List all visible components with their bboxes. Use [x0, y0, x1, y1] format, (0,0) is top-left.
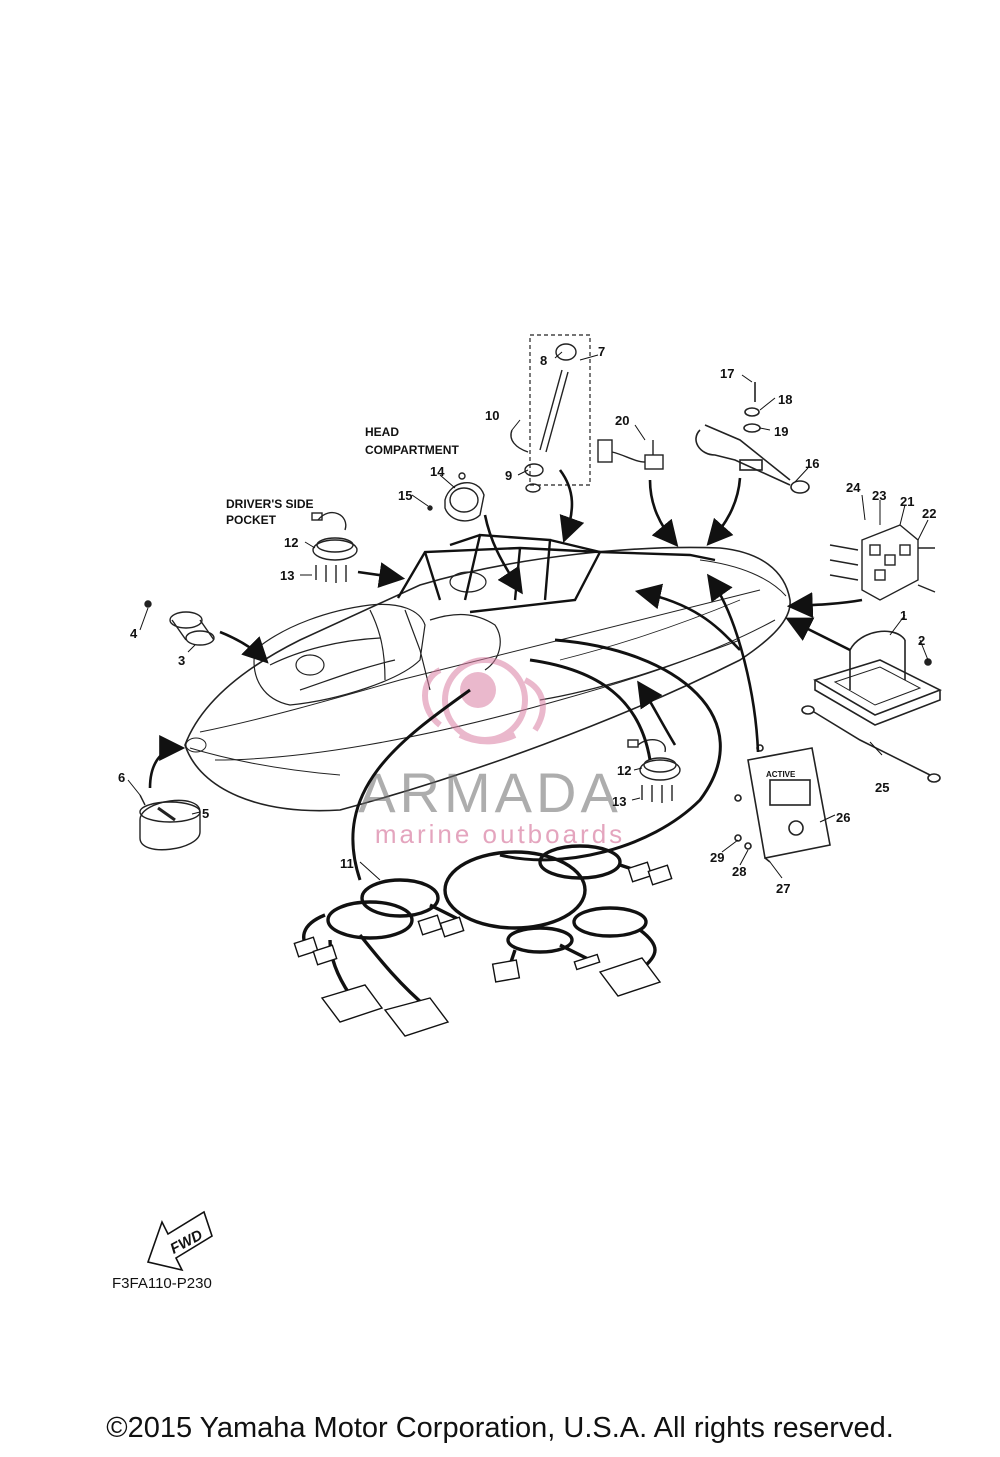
- part-label-10: 10: [485, 408, 499, 423]
- part-label-24: 24: [846, 480, 861, 495]
- rail-part: [695, 382, 810, 494]
- watermark-logo: [422, 657, 546, 745]
- switch-panel-part: [829, 524, 936, 601]
- part-label-7: 7: [598, 344, 605, 359]
- part-label-14: 14: [430, 464, 445, 479]
- drain-plug-part: [139, 794, 201, 851]
- part-label-13-left: 13: [280, 568, 294, 583]
- sensor-part: [597, 439, 664, 470]
- part-label-28: 28: [732, 864, 746, 879]
- part-label-23: 23: [872, 488, 886, 503]
- part-label-21: 21: [900, 494, 914, 509]
- part-label-12-left: 12: [284, 535, 298, 550]
- part-label-19: 19: [774, 424, 788, 439]
- part-label-5: 5: [202, 806, 209, 821]
- part-label-4: 4: [130, 626, 138, 641]
- caption-head-line2: COMPARTMENT: [365, 443, 459, 457]
- part-label-20: 20: [615, 413, 629, 428]
- part-label-6: 6: [118, 770, 125, 785]
- part-label-12-right: 12: [617, 763, 631, 778]
- assembly-arrows: [148, 469, 863, 789]
- diagram-code: F3FA110-P230: [112, 1275, 212, 1292]
- watermark-tagline: marine outboards: [375, 819, 625, 849]
- part-label-11: 11: [340, 856, 354, 871]
- antenna-part: [510, 343, 577, 493]
- part-number-labels: 1 2 3 4 5 6 7 8 9 10 11 12 12 13 13 14 1…: [118, 344, 936, 896]
- speaker-right-part: [627, 738, 681, 803]
- harness-connectors: [293, 861, 673, 1037]
- module-brand-text: ACTIVE: [766, 770, 796, 779]
- part-label-17: 17: [720, 366, 734, 381]
- part-label-3: 3: [178, 653, 185, 668]
- part-label-9: 9: [505, 468, 512, 483]
- part-label-2: 2: [918, 633, 925, 648]
- part-label-27: 27: [776, 881, 790, 896]
- hatch-cover-part: [427, 472, 485, 522]
- antenna-group-box: [529, 334, 591, 486]
- caption-driver-line1: DRIVER'S SIDE: [226, 497, 314, 511]
- caption-head-line1: HEAD: [365, 425, 399, 439]
- leader-lines: [127, 351, 929, 881]
- battery-tray-part: [813, 630, 942, 726]
- watermark-brand: ARMADA: [358, 761, 622, 824]
- part-label-8: 8: [540, 353, 547, 368]
- part-label-16: 16: [805, 456, 819, 471]
- part-label-15: 15: [398, 488, 412, 503]
- part-label-25: 25: [875, 780, 889, 795]
- cupholder-part: [144, 600, 215, 646]
- control-module-part: [734, 744, 831, 863]
- part-label-29: 29: [710, 850, 724, 865]
- part-label-26: 26: [836, 810, 850, 825]
- copyright-notice: ©2015 Yamaha Motor Corporation, U.S.A. A…: [106, 1412, 894, 1444]
- forward-arrow-icon: FWD: [146, 1210, 213, 1272]
- part-label-1: 1: [900, 608, 907, 623]
- battery-cable-part: [801, 705, 941, 783]
- caption-driver-line2: POCKET: [226, 513, 277, 527]
- part-label-22: 22: [922, 506, 936, 521]
- windshield-frame: [396, 533, 716, 614]
- speaker-left-part: [311, 511, 358, 583]
- part-label-18: 18: [778, 392, 792, 407]
- boat-cockpit: [253, 571, 501, 706]
- part-label-13-right: 13: [612, 794, 626, 809]
